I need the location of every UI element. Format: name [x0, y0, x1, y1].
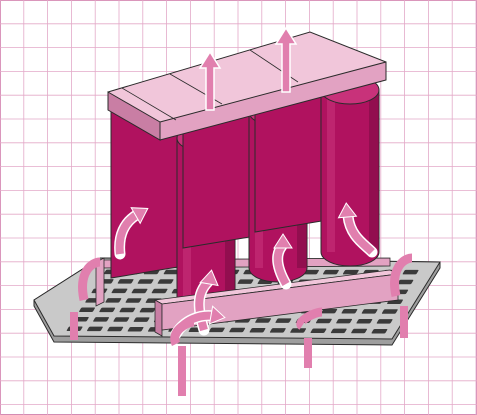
base-slot [93, 317, 110, 322]
base-slot [310, 328, 327, 333]
base-slot [111, 289, 128, 294]
base-slot [157, 279, 174, 284]
base-slot [382, 309, 399, 314]
base-slot [249, 328, 266, 333]
base-slot [290, 328, 307, 333]
base-slot [127, 327, 144, 332]
base-slot [119, 308, 136, 313]
base-slot [107, 327, 124, 332]
coil-shade [369, 90, 379, 252]
base-slot [341, 309, 358, 314]
base-slot [125, 298, 142, 303]
base-slot [139, 308, 156, 313]
base-slot [270, 328, 287, 333]
base-slot [275, 318, 292, 323]
base-slot [79, 308, 96, 313]
base-slot [131, 289, 148, 294]
base-slot [133, 317, 150, 322]
base-slot [229, 328, 246, 333]
base-slot [397, 280, 414, 285]
base-slot [376, 319, 393, 324]
base-slot [137, 279, 154, 284]
base-slot [323, 270, 340, 275]
support-foot [304, 338, 312, 368]
front-rail-face [155, 300, 162, 336]
base-slot [87, 327, 104, 332]
base-slot [351, 329, 368, 334]
coil-highlight [327, 90, 335, 252]
base-slot [105, 298, 122, 303]
base-slot [99, 308, 116, 313]
base-slot [255, 318, 272, 323]
base-slot [402, 270, 419, 275]
base-slot [117, 279, 134, 284]
support-foot [178, 346, 186, 396]
support-foot [70, 312, 78, 340]
base-slot [209, 328, 226, 333]
base-slot [237, 279, 254, 284]
base-slot [356, 319, 373, 324]
base-slot [316, 319, 333, 324]
base-slot [336, 319, 353, 324]
base-slot [343, 270, 360, 275]
base-slot [151, 289, 168, 294]
base-slot [371, 329, 388, 334]
support-foot [400, 306, 408, 338]
base-slot [330, 329, 347, 334]
base-slot [361, 309, 378, 314]
base-slot [113, 317, 130, 322]
